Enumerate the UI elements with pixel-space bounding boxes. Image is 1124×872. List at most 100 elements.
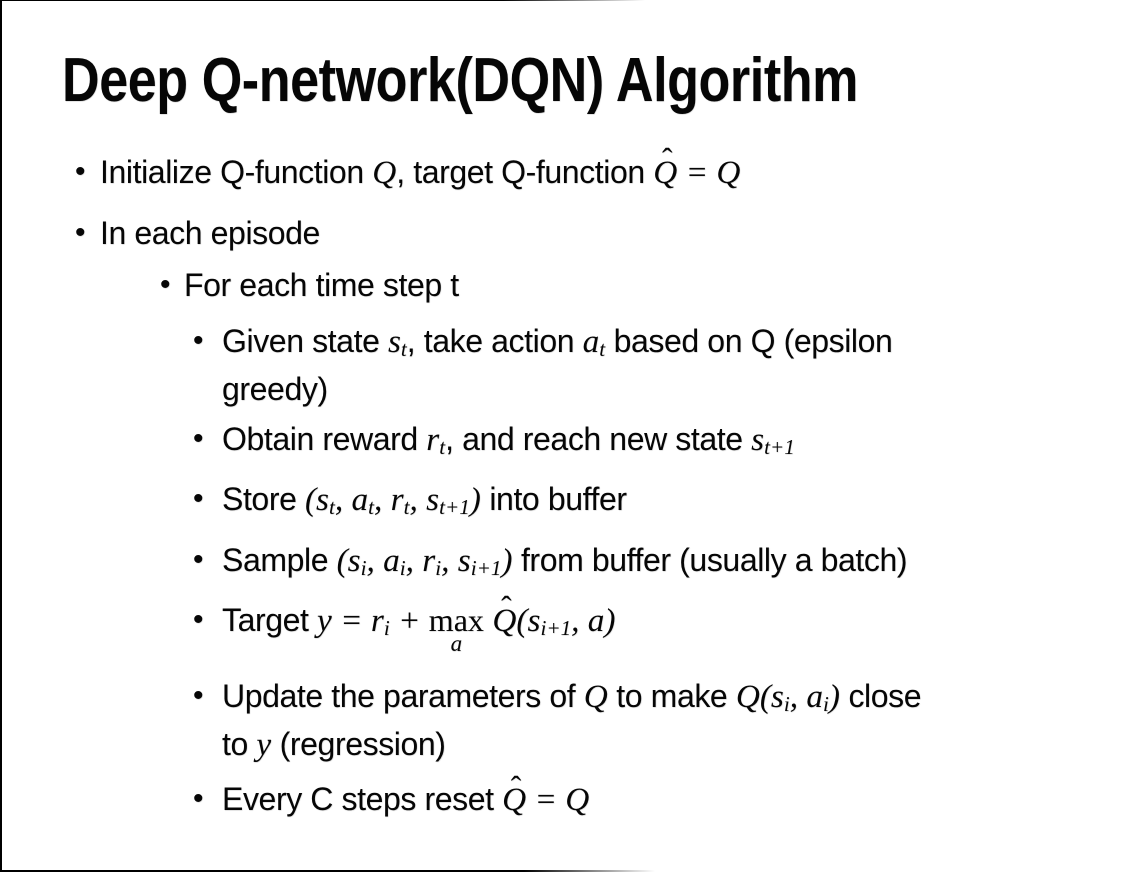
bullet-list: •Initialize Q-function Q, target Q-funct… xyxy=(0,142,1124,820)
text-segment: Update the parameters of xyxy=(222,678,584,715)
hat-base: Q xyxy=(492,601,517,639)
text-segment: , take action xyxy=(406,323,583,359)
math-segment: ) xyxy=(828,678,840,716)
hat-accent: ˆ xyxy=(510,769,522,805)
math-segment: (s xyxy=(304,481,330,519)
math-segment: y xyxy=(256,726,272,764)
text-segment: For each time step t xyxy=(184,267,459,303)
text-segment: Given state xyxy=(222,323,388,359)
bullet-line: • In each episode xyxy=(0,213,1124,253)
bullet-item: •Obtain reward rt, and reach new state s… xyxy=(0,419,1124,467)
math-segment: Q xyxy=(372,154,397,191)
bullet-marker-icon: • xyxy=(193,782,204,816)
math-segment: , r xyxy=(374,481,404,519)
bullet-marker-icon: • xyxy=(75,216,86,249)
text-segment: to make xyxy=(607,678,736,715)
bullet-line: • Update the parameters of Q to make Q(si… xyxy=(0,676,1124,724)
munder-under: a xyxy=(450,629,463,656)
math-subscript: t xyxy=(403,495,410,520)
math-subscript: t xyxy=(400,337,407,362)
bullet-marker-icon: • xyxy=(193,324,204,357)
text-segment: based on Q (epsilon xyxy=(605,323,893,359)
bullet-line: •Store (st, at, rt, st+1) into buffer xyxy=(0,479,1124,527)
math-segment: ) xyxy=(501,541,513,579)
bullet-marker-icon: • xyxy=(193,602,204,636)
math-segment: + xyxy=(389,601,429,639)
math-segment: , r xyxy=(405,541,436,579)
math-segment: , a xyxy=(366,541,400,579)
math-segment: y = r xyxy=(317,601,384,639)
bullet-item: •Sample (si, ai, ri, si+1) from buffer (… xyxy=(0,540,1124,588)
text-segment: , and reach new state xyxy=(445,421,752,458)
math-subscript: t xyxy=(368,495,375,520)
math-segment: a xyxy=(582,323,600,360)
math-segment: s xyxy=(751,421,765,459)
bullet-marker-icon: • xyxy=(193,679,204,713)
bullet-item: •Store (st, at, rt, st+1) into buffer xyxy=(0,479,1124,527)
text-segment: Initialize Q-function xyxy=(100,154,373,190)
text-segment: close xyxy=(839,678,922,715)
bullet-line-continuation: to y (regression) xyxy=(0,724,1124,765)
math-segment: , a xyxy=(789,678,824,716)
text-segment: In each episode xyxy=(100,215,320,251)
hat-accent: ˆ xyxy=(501,590,512,626)
hat-base: Q xyxy=(653,154,678,191)
bullet-line: •Given state st, take action at based on… xyxy=(0,321,1124,369)
math-subscript: t+1 xyxy=(439,495,470,520)
math-segment: r xyxy=(426,421,440,459)
munder-base: max xyxy=(428,601,484,638)
bullet-line: •Obtain reward rt, and reach new state s… xyxy=(0,419,1124,467)
text-segment: Target xyxy=(222,601,318,638)
math-subscript: i xyxy=(383,616,390,641)
bullet-line: •Sample (si, ai, ri, si+1) from buffer (… xyxy=(0,540,1124,588)
math-segment: (s xyxy=(516,601,541,639)
text-segment: from buffer (usually a batch) xyxy=(512,541,908,578)
math-segment: , a xyxy=(334,481,369,519)
math-subscript: t xyxy=(439,435,446,460)
text-segment: Store xyxy=(222,481,305,518)
bullet-marker-icon: • xyxy=(193,542,204,576)
math-subscript: i xyxy=(783,692,790,717)
slide-bottom-edge xyxy=(0,870,655,872)
bullet-marker-icon: • xyxy=(193,482,204,516)
math-subscript: i xyxy=(399,555,406,580)
text-segment: Every C steps reset xyxy=(222,781,503,818)
text-segment: Obtain reward xyxy=(222,421,427,458)
text-segment: Sample xyxy=(222,541,337,578)
math-segment: Q(s xyxy=(735,678,784,716)
hat-accent: ˆ xyxy=(661,142,673,178)
bullet-item: • In each episode xyxy=(0,213,1124,253)
slide-left-edge xyxy=(0,0,2,872)
math-subscript: i+1 xyxy=(470,555,502,580)
text-segment: greedy) xyxy=(222,371,328,408)
math-segment: s xyxy=(387,323,401,360)
math-segment: = Q xyxy=(526,781,590,819)
bullet-item: •For each time step t xyxy=(0,265,1124,305)
text-segment: to xyxy=(222,726,257,763)
math-segment: (s xyxy=(336,541,361,579)
math-subscript: t xyxy=(329,495,335,520)
math-subscript: t xyxy=(599,337,606,362)
math-segment: Q xyxy=(583,678,608,716)
bullet-item: • Update the parameters of Q to make Q(si… xyxy=(0,676,1124,765)
text-segment: , target Q-function xyxy=(396,154,654,190)
text-segment: (regression) xyxy=(271,726,446,763)
math-segment: = Q xyxy=(677,154,741,191)
bullet-item: •Initialize Q-function Q, target Q-funct… xyxy=(0,142,1124,193)
text-segment: into buffer xyxy=(480,481,627,518)
bullet-item: •Given state st, take action at based on… xyxy=(0,321,1124,409)
math-segment: ) xyxy=(469,481,481,519)
math-segment: , a) xyxy=(571,601,616,639)
hat-base: Q xyxy=(502,781,527,819)
math-segment: , s xyxy=(441,541,471,579)
bullet-line-continuation: greedy) xyxy=(0,369,1124,409)
